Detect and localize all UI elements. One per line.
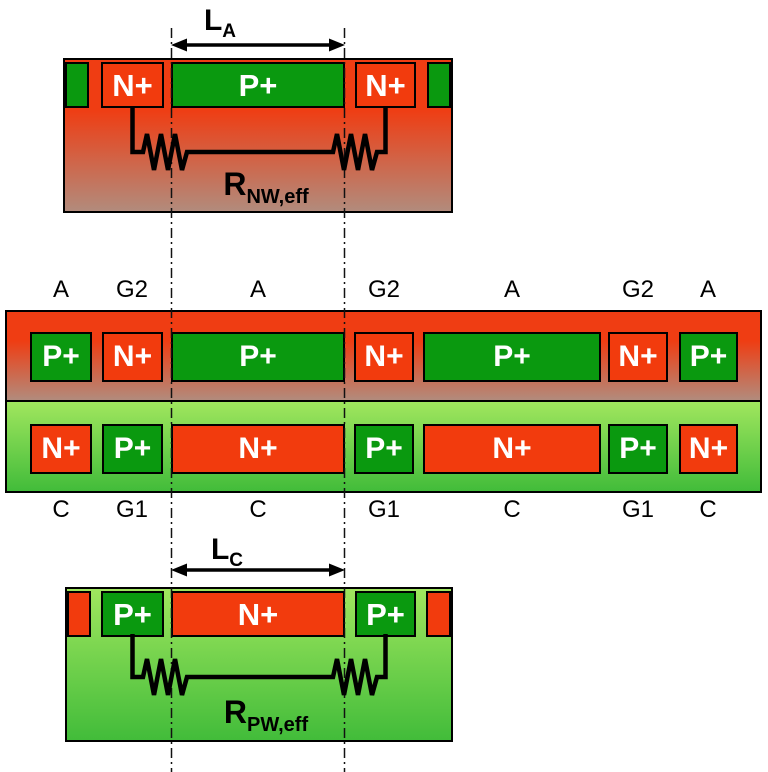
rpw-label-main: R xyxy=(223,694,247,730)
cathode-row-bar: N+ P+ N+ P+ N+ P+ N+ xyxy=(5,400,762,493)
anode-pplus-box: P+ xyxy=(171,332,345,382)
anode-pplus-box: P+ xyxy=(679,332,738,382)
la-arrowhead-right xyxy=(329,38,345,52)
pplus-edge-block-left xyxy=(65,62,89,108)
anode-label: A xyxy=(503,276,520,303)
anode-pplus-box: P+ xyxy=(30,332,92,382)
nplus-contact-right: N+ xyxy=(355,62,416,108)
nplus-edge-block-right xyxy=(426,591,451,637)
gate2-nplus-box: N+ xyxy=(102,332,163,382)
cathode-nplus-box: N+ xyxy=(423,424,601,474)
la-dimension-label: LA xyxy=(180,4,260,42)
la-dimension-arrow xyxy=(171,38,345,52)
gate2-nplus-box: N+ xyxy=(608,332,668,382)
cathode-label: C xyxy=(503,496,521,523)
cathode-label: C xyxy=(699,496,717,523)
rpw-eff-label: RPW,eff xyxy=(200,694,332,736)
nplus-cathode-region: N+ xyxy=(171,591,345,637)
la-label-main: L xyxy=(203,4,223,37)
anode-row-bar: P+ N+ P+ N+ P+ N+ P+ xyxy=(5,310,762,402)
cathode-label: C xyxy=(52,496,70,523)
anode-label: A xyxy=(52,276,69,303)
gate2-label: G2 xyxy=(621,276,654,303)
anode-pplus-box: P+ xyxy=(423,332,601,382)
gate2-nplus-box: N+ xyxy=(354,332,414,382)
lc-arrowhead-left xyxy=(171,563,187,577)
pplus-contact-right: P+ xyxy=(355,591,416,637)
cathode-nplus-box: N+ xyxy=(30,424,92,474)
lc-label-subscript: C xyxy=(229,550,244,571)
la-label-subscript: A xyxy=(222,21,237,42)
gate1-label: G1 xyxy=(367,496,400,523)
nplus-contact-left: N+ xyxy=(101,62,164,108)
cathode-label: C xyxy=(249,496,267,523)
rnw-label-main: R xyxy=(223,166,247,202)
gate1-label: G1 xyxy=(115,496,148,523)
la-arrowhead-left xyxy=(171,38,187,52)
pplus-contact-left: P+ xyxy=(101,591,164,637)
pplus-edge-block-right xyxy=(427,62,451,108)
anode-label: A xyxy=(699,276,716,303)
gate2-label: G2 xyxy=(115,276,148,303)
gate1-pplus-box: P+ xyxy=(102,424,163,474)
pplus-anode-region: P+ xyxy=(171,62,345,108)
nplus-edge-block-left xyxy=(67,591,91,637)
lc-arrowhead-right xyxy=(329,563,345,577)
rnw-eff-label: RNW,eff xyxy=(200,166,332,208)
gate1-label: G1 xyxy=(621,496,654,523)
lc-dimension-label: LC xyxy=(187,533,267,571)
gate2-label: G2 xyxy=(367,276,400,303)
rpw-label-subscript: PW,eff xyxy=(246,714,309,736)
gate1-pplus-box: P+ xyxy=(354,424,414,474)
cathode-nplus-box: N+ xyxy=(679,424,738,474)
cathode-nplus-box: N+ xyxy=(171,424,345,474)
anode-label: A xyxy=(249,276,266,303)
gate1-pplus-box: P+ xyxy=(608,424,668,474)
lc-label-main: L xyxy=(210,533,230,566)
rnw-label-subscript: NW,eff xyxy=(246,186,309,208)
